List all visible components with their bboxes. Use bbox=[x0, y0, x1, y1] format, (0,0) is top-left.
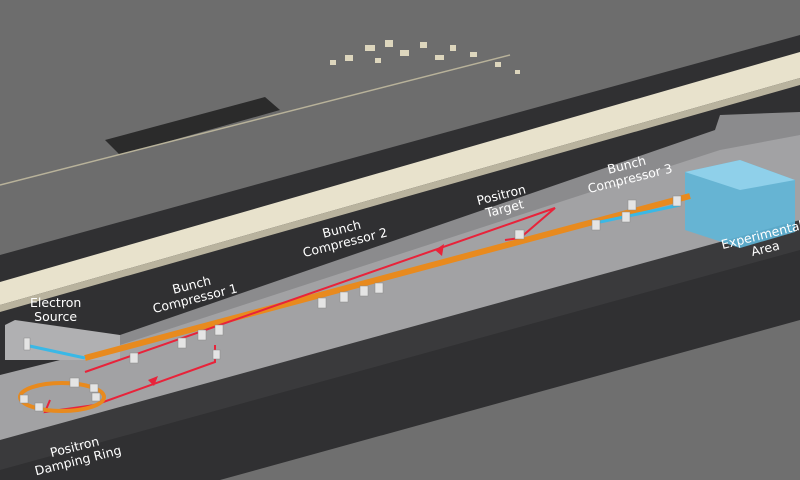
front-wall bbox=[0, 220, 800, 470]
label-line: Source bbox=[34, 309, 78, 324]
electron-source-room bbox=[5, 320, 120, 360]
beam-direction-arrow bbox=[148, 376, 158, 386]
ground-lower bbox=[220, 320, 800, 480]
electron-beam-blue bbox=[24, 343, 86, 360]
experimental-area-top bbox=[685, 160, 795, 190]
magnets bbox=[19, 195, 682, 412]
runway bbox=[105, 97, 280, 155]
bc3-blue bbox=[599, 203, 681, 224]
surface-building-shadow bbox=[0, 78, 800, 312]
surface-building-strip bbox=[0, 52, 800, 305]
label-electron-source: Electron Source bbox=[30, 296, 81, 324]
road-line bbox=[0, 54, 511, 186]
tunnel-floor bbox=[0, 135, 800, 455]
label-line: Electron bbox=[30, 295, 82, 310]
main-linac-orange bbox=[84, 193, 691, 361]
beam-direction-arrow-2 bbox=[435, 244, 444, 256]
town-buildings bbox=[330, 40, 520, 74]
positron-return-line bbox=[84, 207, 556, 373]
